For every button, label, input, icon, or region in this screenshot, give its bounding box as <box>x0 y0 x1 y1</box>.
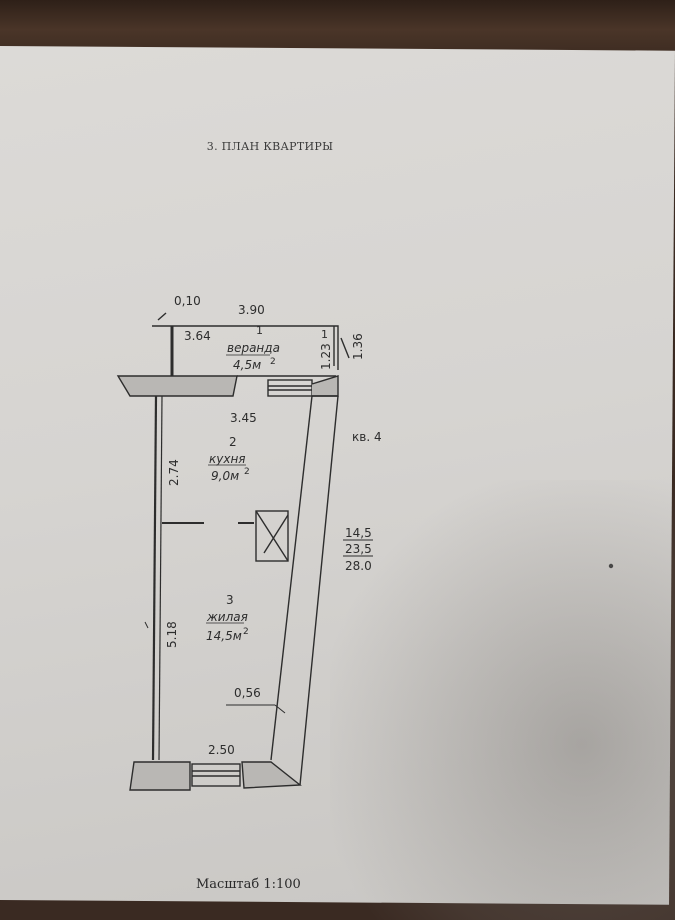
dim-0-10: 0,10 <box>174 294 201 308</box>
dim-3-64: 3.64 <box>184 329 211 343</box>
living-name: жилая <box>206 610 248 624</box>
apartment-label: кв. 4 <box>352 430 382 444</box>
kitchen-area-sup: 2 <box>244 467 250 477</box>
north-wall-slab-right <box>311 375 339 397</box>
apartment-total-with-veranda: 28.0 <box>345 559 372 573</box>
dim-3-90: 3.90 <box>238 303 265 317</box>
living-area-sup: 2 <box>243 627 249 637</box>
plan-linework <box>116 312 373 791</box>
veranda-number: 1 <box>256 324 263 337</box>
stove-cross-2 <box>263 514 289 554</box>
kitchen-area: 9,0м <box>211 469 239 483</box>
south-wall-slab-left <box>129 761 191 791</box>
dim-2-50: 2.50 <box>208 743 235 757</box>
living-window <box>191 763 241 787</box>
east-wall-outer <box>299 395 339 786</box>
apartment-living-area: 14,5 <box>345 526 372 540</box>
west-wall-inner <box>158 395 163 761</box>
east-wall-inner <box>270 395 313 761</box>
veranda-area-sup: 2 <box>270 357 276 367</box>
dim-1-36: 1.36 <box>351 333 365 360</box>
living-area: 14,5м <box>206 629 242 643</box>
dim-3-45: 3.45 <box>230 411 257 425</box>
wall-thickness-leader-tick <box>274 704 286 714</box>
tick-mark <box>144 621 149 629</box>
kitchen-window <box>267 379 313 397</box>
dim-1-23: 1.23 <box>319 343 333 370</box>
south-wall-slab-right <box>241 761 302 789</box>
veranda-door-swing <box>340 337 350 359</box>
veranda-name: веранда <box>227 341 280 355</box>
kitchen-name: кухня <box>209 452 246 466</box>
document-heading: 3. ПЛАН КВАРТИРЫ <box>206 140 334 153</box>
ink-dot <box>608 563 614 569</box>
floor-plan: 0,10 3.90 3.64 1.23 1.36 3.45 2.74 5.18 … <box>116 294 614 791</box>
veranda-area: 4,5м <box>233 358 261 372</box>
living-number: 3 <box>226 593 234 607</box>
stove <box>255 510 289 562</box>
dim-2-74: 2.74 <box>167 459 181 486</box>
dim-5-18: 5.18 <box>165 621 179 648</box>
kitchen-number: 2 <box>229 435 237 449</box>
dimension-tick-0-10 <box>157 312 167 321</box>
dim-0-56: 0,56 <box>234 686 261 700</box>
apartment-total-area: 23,5 <box>345 542 372 556</box>
scale-label: Масштаб 1:100 <box>196 877 301 892</box>
north-wall-slab-left <box>116 375 238 397</box>
veranda-outer-wall <box>152 325 339 370</box>
veranda-number-alt: 1 <box>321 328 328 341</box>
stove-cross-1 <box>255 510 289 562</box>
west-wall-outer <box>151 395 158 761</box>
